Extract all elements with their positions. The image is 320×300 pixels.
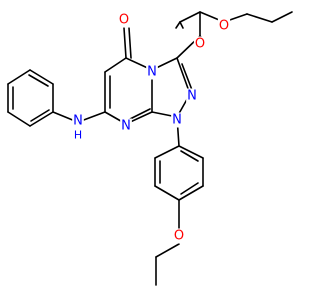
molecule-structure: O O O N N N N N H O (7, 11, 293, 286)
atom-labels: O O O N N N N N H O (72, 12, 231, 244)
ester-ether-oxygen-label: O (219, 19, 229, 34)
label-background (171, 112, 183, 128)
label-background (146, 64, 158, 80)
pyrimidine-nitrogen-label: N (121, 119, 131, 134)
bond-lines (7, 11, 293, 286)
label-background (217, 18, 231, 34)
aryl-ether-oxygen-label: O (174, 229, 184, 244)
bridgehead-nitrogen-label: N (147, 65, 157, 80)
label-background (172, 228, 186, 244)
label-background (120, 118, 132, 134)
ketone-oxygen-label: O (119, 13, 129, 28)
amine-nitrogen-label: N (73, 114, 83, 129)
ester-carbonyl-oxygen-label: O (195, 37, 205, 52)
label-background (193, 36, 207, 52)
amine-hydrogen-label: H (74, 129, 82, 142)
label-background (72, 113, 84, 129)
triazole-n2-label: N (187, 89, 197, 104)
label-background (72, 128, 84, 142)
label-background (117, 12, 131, 28)
triazole-n1-label: N (172, 113, 182, 128)
label-background (186, 88, 198, 104)
